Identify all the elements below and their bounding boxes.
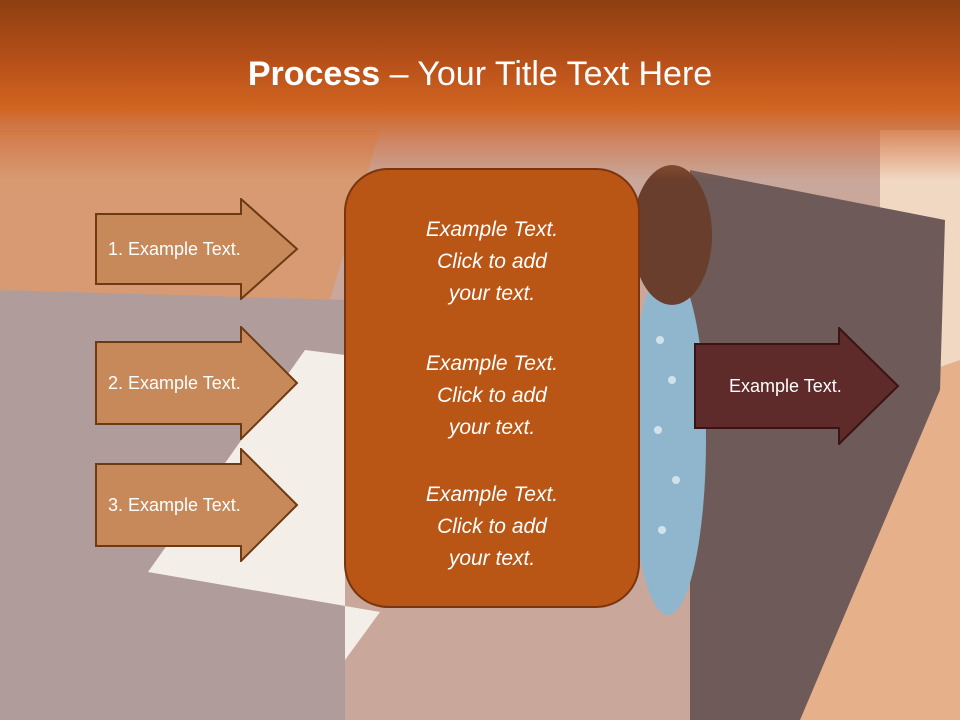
text-line: Click to add bbox=[437, 384, 547, 407]
left-arrow-2[interactable]: 2. Example Text. bbox=[95, 326, 299, 440]
arrow-label: 2. Example Text. bbox=[108, 372, 241, 393]
text-line: your text. bbox=[448, 416, 536, 439]
title-rest: – Your Title Text Here bbox=[380, 55, 713, 93]
arrow-label: Example Text. bbox=[729, 375, 842, 396]
text-block-3: Example Text. Click to add your text. bbox=[346, 479, 638, 575]
left-arrow-1[interactable]: 1. Example Text. bbox=[95, 198, 299, 300]
text-block-2: Example Text. Click to add your text. bbox=[346, 348, 638, 444]
text-line: Example Text. bbox=[425, 483, 559, 506]
text-line: Example Text. bbox=[425, 218, 559, 241]
arrow-shape bbox=[95, 198, 299, 300]
text-block-1: Example Text. Click to add your text. bbox=[346, 214, 638, 310]
text-line: your text. bbox=[448, 547, 536, 570]
text-line: Example Text. bbox=[425, 352, 559, 375]
arrow-shape bbox=[95, 448, 299, 562]
slide-title[interactable]: Process – Your Title Text Here bbox=[0, 52, 960, 96]
arrow-shape bbox=[694, 327, 900, 445]
center-content-box[interactable]: Example Text. Click to add your text. Ex… bbox=[344, 168, 640, 608]
right-arrow[interactable]: Example Text. bbox=[694, 327, 900, 445]
arrow-label: 1. Example Text. bbox=[108, 238, 241, 259]
text-line: Click to add bbox=[437, 250, 547, 273]
text-line: your text. bbox=[448, 282, 536, 305]
text-line: Click to add bbox=[437, 515, 547, 538]
title-band bbox=[0, 0, 960, 180]
left-arrow-3[interactable]: 3. Example Text. bbox=[95, 448, 299, 562]
arrow-shape bbox=[95, 326, 299, 440]
arrow-label: 3. Example Text. bbox=[108, 494, 241, 515]
title-bold: Process bbox=[247, 55, 381, 93]
